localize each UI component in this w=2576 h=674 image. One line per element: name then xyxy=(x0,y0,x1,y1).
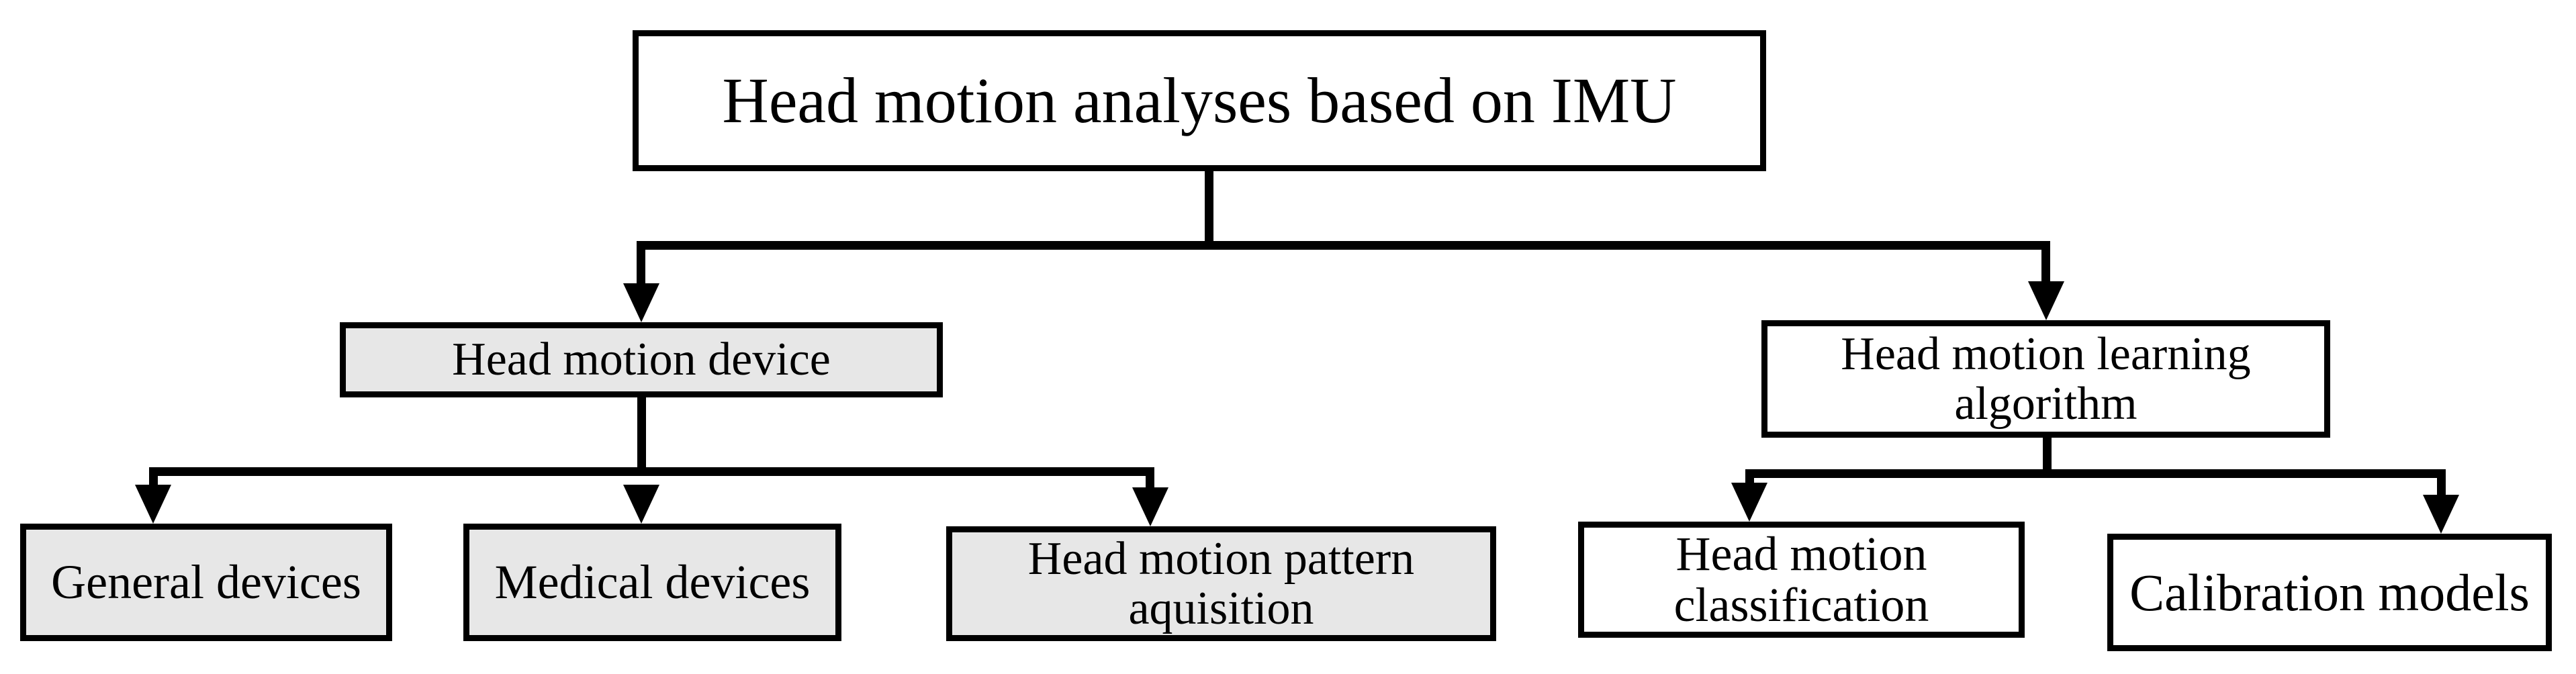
node-label: Calibration models xyxy=(2129,563,2530,622)
connector-device-stem xyxy=(637,395,646,476)
node-label: Head motion classification xyxy=(1673,526,1929,632)
node-label: Medical devices xyxy=(494,555,811,609)
node-general-devices: General devices xyxy=(20,524,392,641)
node-label: Head motion pattern aquisition xyxy=(1027,533,1415,634)
connector-drop-pattern xyxy=(1146,467,1154,491)
node-calibration-models: Calibration models xyxy=(2107,534,2552,651)
node-label: Head motion analyses based on IMU xyxy=(722,64,1677,136)
arrowhead-down-icon xyxy=(623,283,659,322)
connector-learning-stem xyxy=(2043,435,2052,478)
node-head-motion-learning-algorithm: Head motion learning algorithm xyxy=(1761,320,2330,438)
node-head-motion-classification: Head motion classification xyxy=(1578,522,2025,638)
arrowhead-down-icon xyxy=(623,485,659,524)
node-label: General devices xyxy=(51,555,361,609)
connector-right-horizontal xyxy=(1745,469,2445,478)
arrowhead-down-icon xyxy=(2423,495,2459,534)
arrowhead-down-icon xyxy=(135,485,171,524)
arrowhead-down-icon xyxy=(1731,483,1767,522)
arrowhead-down-icon xyxy=(1132,487,1168,526)
connector-top-horizontal xyxy=(637,241,2050,250)
connector-drop-device xyxy=(637,241,645,285)
node-head-motion-pattern-aquisition: Head motion pattern aquisition xyxy=(946,526,1496,641)
node-label: Head motion device xyxy=(452,334,831,386)
arrowhead-down-icon xyxy=(2028,281,2064,320)
connector-drop-learning xyxy=(2041,241,2050,283)
node-label: Head motion learning algorithm xyxy=(1841,328,2251,430)
connector-root-stem xyxy=(1205,168,1213,250)
node-head-motion-device: Head motion device xyxy=(340,322,943,397)
connector-left-horizontal xyxy=(149,467,1154,476)
connector-drop-calibration xyxy=(2437,469,2446,496)
node-medical-devices: Medical devices xyxy=(463,524,841,641)
connector-drop-general xyxy=(149,467,158,489)
connector-drop-classification xyxy=(1745,469,1754,485)
node-root-head-motion-analyses: Head motion analyses based on IMU xyxy=(633,30,1766,171)
